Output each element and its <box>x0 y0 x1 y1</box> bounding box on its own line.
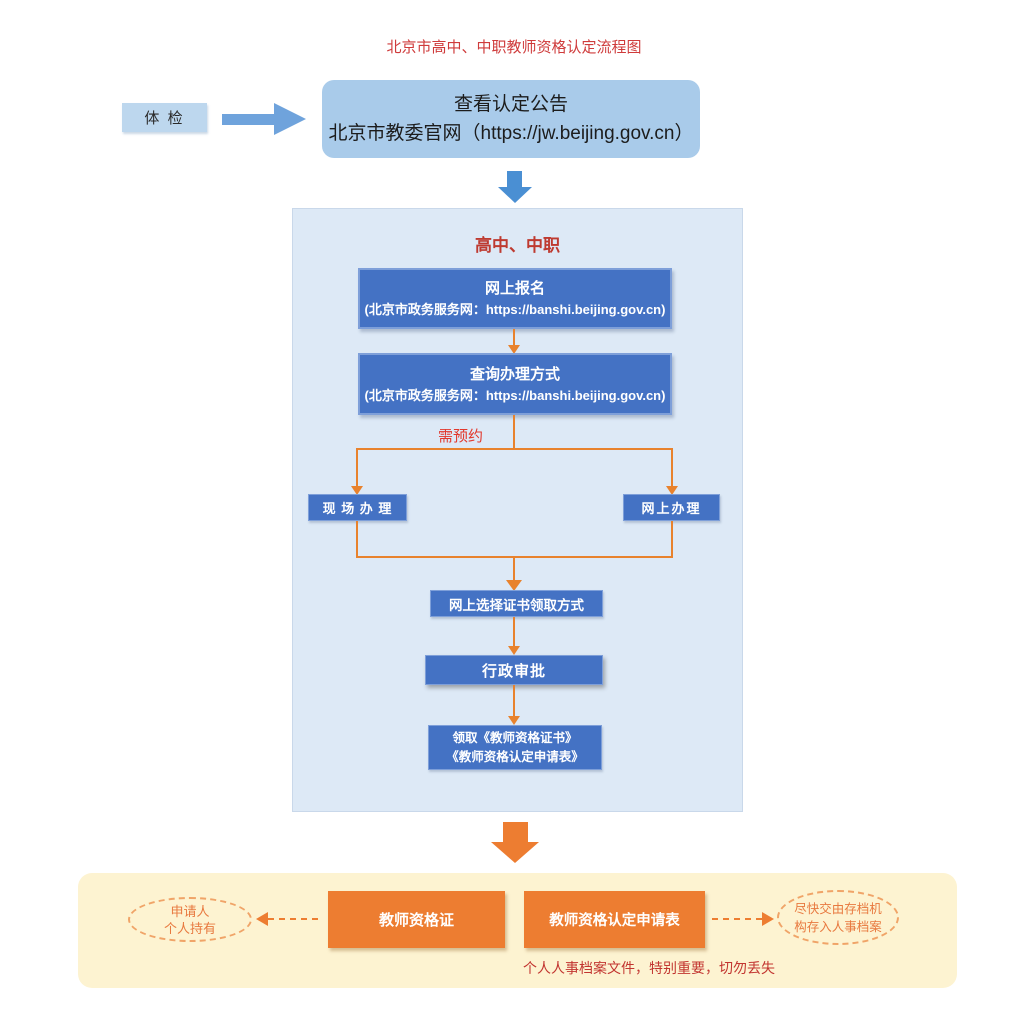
step-query-method-url: (北京市政务服务网：https://banshi.beijing.gov.cn) <box>364 387 666 403</box>
certificate-box: 教师资格证 <box>328 891 505 948</box>
connector-line <box>671 521 673 558</box>
archive-oval: 尽快交由存档机 构存入人事档案 <box>777 890 899 945</box>
step-online-registration-title: 网上报名 <box>484 280 545 297</box>
physical-exam-box: 体 检 <box>122 103 207 132</box>
step-online-registration: 网上报名 (北京市政务服务网：https://banshi.beijing.go… <box>358 268 672 329</box>
step-query-method: 查询办理方式 (北京市政务服务网：https://banshi.beijing.… <box>358 353 672 415</box>
archive-warning-note: 个人人事档案文件，特别重要，切勿丢失 <box>523 960 775 976</box>
announcement-line2: 北京市教委官网（https://jw.beijing.gov.cn） <box>328 123 694 144</box>
arrowhead-down-icon <box>508 345 520 354</box>
arrowhead-right-icon <box>762 912 774 926</box>
connector-line <box>513 685 515 716</box>
connector-line <box>356 521 358 558</box>
archive-oval-line2: 构存入人事档案 <box>794 919 882 934</box>
holder-oval: 申请人 个人持有 <box>128 897 252 942</box>
big-arrow-down-icon <box>503 822 528 842</box>
step-receive-line2: 《教师资格认定申请表》 <box>446 749 584 764</box>
connector-line <box>671 448 673 486</box>
dashed-connector <box>268 918 318 920</box>
archive-oval-line1: 尽快交由存档机 <box>794 901 882 916</box>
step-online-processing: 网上办理 <box>623 494 720 521</box>
connector-line <box>356 448 673 450</box>
arrowhead-down-icon <box>506 580 522 591</box>
connector-line <box>513 617 515 646</box>
application-form-box: 教师资格认定申请表 <box>524 891 705 948</box>
step-onsite-processing: 现 场 办 理 <box>308 494 407 521</box>
arrowhead-down-icon <box>508 716 520 725</box>
connector-line <box>513 558 515 580</box>
arrowhead-left-icon <box>256 912 268 926</box>
step-receive-certificates: 领取《教师资格证书》 《教师资格认定申请表》 <box>428 725 602 770</box>
holder-oval-line1: 申请人 <box>170 903 210 919</box>
announcement-line1: 查看认定公告 <box>453 94 568 115</box>
big-arrow-down-head-icon <box>491 842 539 863</box>
connector-line <box>513 415 515 449</box>
connector-line <box>356 448 358 486</box>
main-flow-title: 高中、中职 <box>475 236 560 255</box>
step-administrative-approval: 行政审批 <box>425 655 603 685</box>
step-receive-line1: 领取《教师资格证书》 <box>452 730 578 745</box>
note-reservation-required: 需预约 <box>438 428 484 445</box>
arrowhead-down-icon <box>508 646 520 655</box>
arrow-down-head-icon <box>498 187 532 203</box>
step-query-method-title: 查询办理方式 <box>469 365 560 383</box>
page-title: 北京市高中、中职教师资格认定流程图 <box>386 39 642 56</box>
step-choose-delivery: 网上选择证书领取方式 <box>430 590 603 617</box>
arrowhead-down-icon <box>351 486 363 495</box>
arrow-down-icon <box>507 171 522 187</box>
arrow-right-head-icon <box>274 103 306 135</box>
arrowhead-down-icon <box>666 486 678 495</box>
step-online-registration-url: (北京市政务服务网：https://banshi.beijing.gov.cn) <box>364 302 666 317</box>
dashed-connector <box>712 918 762 920</box>
announcement-box: 查看认定公告 北京市教委官网（https://jw.beijing.gov.cn… <box>322 80 700 158</box>
connector-line <box>356 556 673 558</box>
holder-oval-line2: 个人持有 <box>163 920 216 936</box>
arrow-right-icon <box>222 114 274 125</box>
connector-line <box>513 329 515 345</box>
